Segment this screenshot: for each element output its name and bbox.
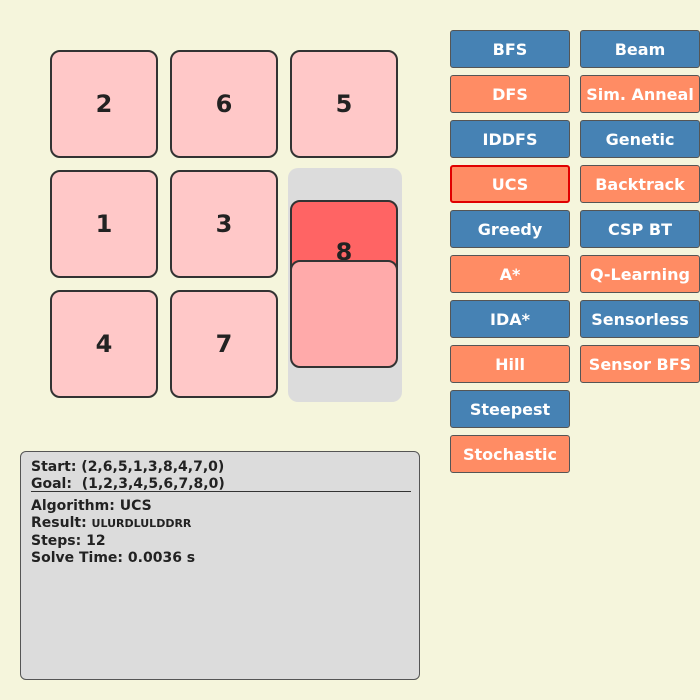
tile-3: 3 xyxy=(170,170,278,278)
start-state: Start: (2,6,5,1,3,8,4,7,0) xyxy=(31,459,224,475)
sensor-bfs-button[interactable]: Sensor BFS xyxy=(580,345,700,383)
steps-value: 12 xyxy=(86,533,106,549)
hill-button[interactable]: Hill xyxy=(450,345,570,383)
goal-state: Goal: (1,2,3,4,5,6,7,8,0) xyxy=(31,476,225,492)
tile-blank-ghost xyxy=(290,260,398,368)
iddfs-button[interactable]: IDDFS xyxy=(450,120,570,158)
result-value: ULURDLULDDRR xyxy=(91,517,192,530)
greedy-button[interactable]: Greedy xyxy=(450,210,570,248)
ucs-button[interactable]: UCS xyxy=(450,165,570,203)
algorithm-label: Algorithm: xyxy=(31,498,115,514)
beam-button[interactable]: Beam xyxy=(580,30,700,68)
sensorless-button[interactable]: Sensorless xyxy=(580,300,700,338)
start-value: (2,6,5,1,3,8,4,7,0) xyxy=(81,459,225,475)
solve-time-info: Solve Time: 0.0036 s xyxy=(31,550,195,566)
result-info: Result: ULURDLULDDRR xyxy=(31,515,191,531)
q-learning-button[interactable]: Q-Learning xyxy=(580,255,700,293)
genetic-button[interactable]: Genetic xyxy=(580,120,700,158)
tile-6: 6 xyxy=(170,50,278,158)
tile-4: 4 xyxy=(50,290,158,398)
info-panel: Start: (2,6,5,1,3,8,4,7,0) Goal: (1,2,3,… xyxy=(20,451,420,680)
goal-value: (1,2,3,4,5,6,7,8,0) xyxy=(81,476,225,492)
idastar-button[interactable]: IDA* xyxy=(450,300,570,338)
start-label: Start: xyxy=(31,459,77,475)
steepest-button[interactable]: Steepest xyxy=(450,390,570,428)
backtrack-button[interactable]: Backtrack xyxy=(580,165,700,203)
bfs-button[interactable]: BFS xyxy=(450,30,570,68)
dfs-button[interactable]: DFS xyxy=(450,75,570,113)
goal-label: Goal: xyxy=(31,476,72,492)
solve-time-label: Solve Time: xyxy=(31,550,124,566)
result-label: Result: xyxy=(31,515,87,531)
tile-1: 1 xyxy=(50,170,158,278)
algorithm-info: Algorithm: UCS xyxy=(31,498,152,514)
tile-5: 5 xyxy=(290,50,398,158)
steps-label: Steps: xyxy=(31,533,82,549)
tile-7: 7 xyxy=(170,290,278,398)
stochastic-button[interactable]: Stochastic xyxy=(450,435,570,473)
tile-2: 2 xyxy=(50,50,158,158)
csp-bt-button[interactable]: CSP BT xyxy=(580,210,700,248)
divider xyxy=(31,491,411,492)
algorithm-value: UCS xyxy=(119,498,152,514)
steps-info: Steps: 12 xyxy=(31,533,106,549)
sim-anneal-button[interactable]: Sim. Anneal xyxy=(580,75,700,113)
solve-time-value: 0.0036 s xyxy=(127,550,196,566)
astar-button[interactable]: A* xyxy=(450,255,570,293)
